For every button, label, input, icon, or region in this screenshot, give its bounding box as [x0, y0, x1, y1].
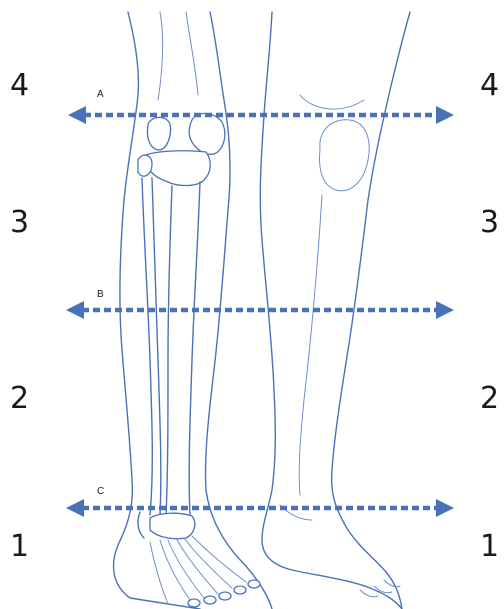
arrow-right-head-icon	[436, 106, 454, 124]
left-tibia-shaft-inner	[189, 182, 200, 515]
arrow-left-head-icon	[68, 106, 86, 124]
left-toes	[188, 580, 260, 607]
right-shin-ridge	[299, 195, 322, 495]
left-tibia-plateau	[146, 151, 210, 186]
zone-numbers-right: 4 3 2 1	[480, 68, 499, 564]
left-fibula-head	[138, 155, 152, 176]
line-label-c: C	[97, 486, 104, 497]
arrow-line-b: B	[66, 289, 454, 319]
left-femur-condyle-lateral	[148, 117, 171, 150]
zone-number-left-4: 4	[10, 68, 29, 103]
arrow-line-a: A	[68, 89, 454, 124]
zone-number-left-3: 3	[10, 205, 29, 240]
zone-number-right-4: 4	[480, 68, 499, 103]
zone-number-right-2: 2	[480, 381, 499, 416]
right-kneecap	[320, 120, 370, 191]
left-talus	[150, 513, 195, 539]
arrow-right-head-icon	[436, 301, 454, 319]
line-label-a: A	[97, 89, 104, 100]
zone-number-left-1: 1	[10, 529, 29, 564]
left-ankle-malleolus	[138, 512, 144, 538]
right-knee-crease	[300, 95, 364, 109]
arrow-right-head-icon	[436, 499, 454, 517]
line-label-b: B	[97, 289, 104, 300]
left-fibula-shaft-outer	[142, 178, 152, 515]
arrow-left-head-icon	[66, 499, 84, 517]
left-thigh-line-2	[186, 12, 198, 95]
left-femur-condyle-medial	[189, 113, 225, 154]
zone-number-right-1: 1	[480, 529, 499, 564]
arrow-left-head-icon	[66, 301, 84, 319]
zone-number-left-2: 2	[10, 381, 29, 416]
arrow-line-c: C	[66, 486, 454, 517]
left-tibia-shaft-outer	[166, 186, 172, 515]
left-thigh-line	[158, 12, 163, 100]
zone-number-right-3: 3	[480, 205, 499, 240]
zone-numbers-left: 4 3 2 1	[10, 68, 29, 564]
left-fibula-shaft-inner	[152, 178, 161, 515]
left-metatarsals	[150, 536, 246, 604]
